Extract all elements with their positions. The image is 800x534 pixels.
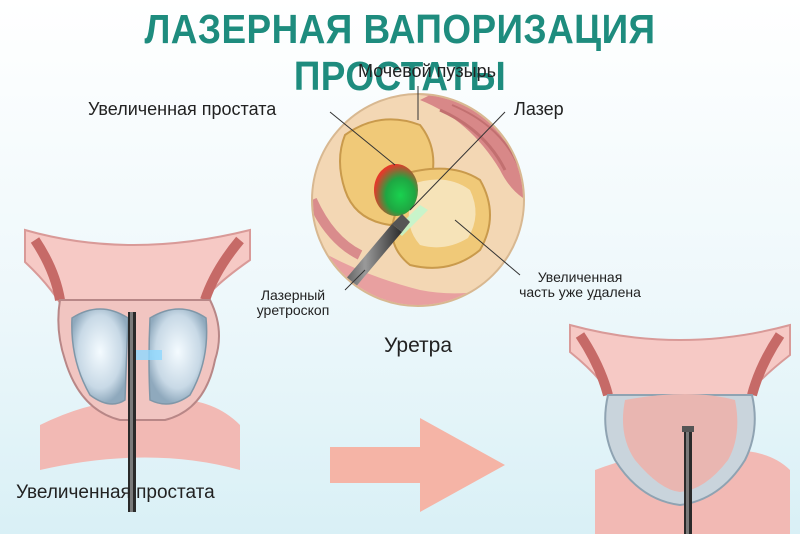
prostate-before-illustration [24,228,251,512]
laser-urethroscope-line2: уретроскоп [256,302,330,319]
pointer-lines [329,86,521,291]
removed-part-label: Увеличенная часть уже удалена [500,269,660,301]
transition-arrow [330,418,505,512]
page-title: ЛАЗЕРНАЯ ВАПОРИЗАЦИЯ ПРОСТАТЫ [144,6,656,99]
enlarged-prostate-top-label: Увеличенная простата [88,99,277,119]
removed-part-line1: Увеличенная [537,269,623,285]
enlarged-prostate-bottom-label: Увеличенная простата [16,482,215,503]
magnified-view [311,93,525,307]
bladder-label: Мочевой пузырь [358,61,496,81]
laser-label: Лазер [514,99,564,119]
prostate-after-illustration [569,323,791,534]
laser-urethroscope-label: Лазерный уретроскоп [238,287,348,319]
laser-urethroscope-line1: Лазерный [260,287,326,303]
urethra-label: Уретра [384,334,453,357]
removed-part-line2: часть уже удалена [519,284,641,301]
